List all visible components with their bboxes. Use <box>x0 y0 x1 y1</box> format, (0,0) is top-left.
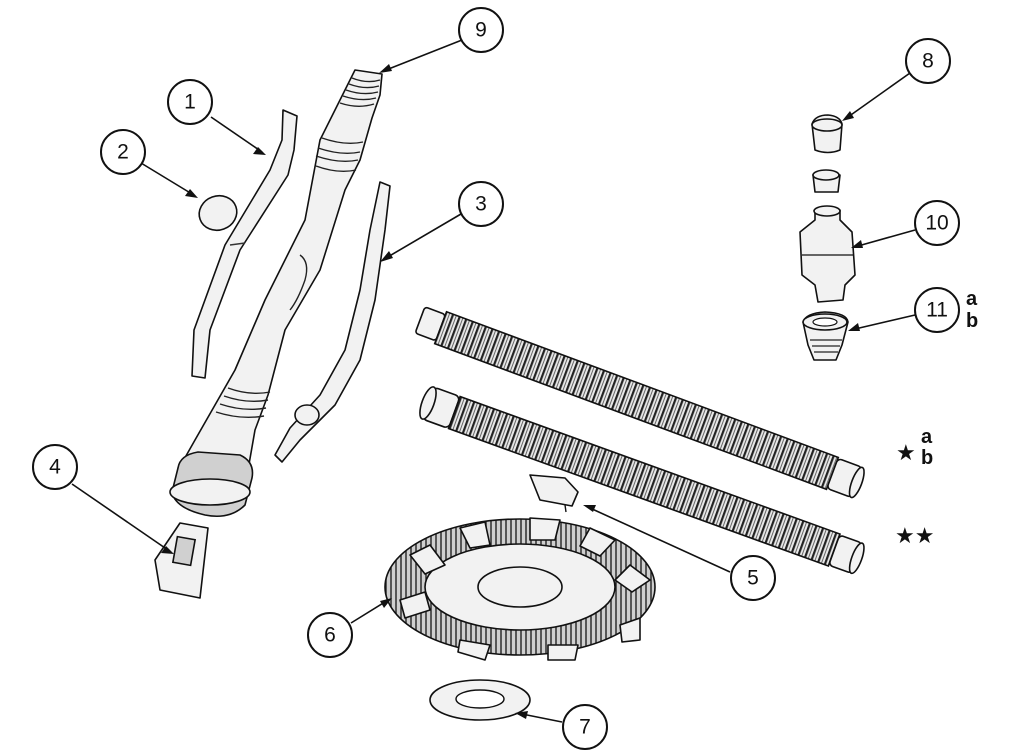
callout-11: 11 <box>914 287 960 333</box>
callout-10-label: 10 <box>925 212 948 235</box>
leader-lines <box>71 39 916 723</box>
callout-9-label: 9 <box>475 19 487 42</box>
callout-5: 5 <box>730 555 776 601</box>
part-8-cap <box>811 114 843 154</box>
callout-10: 10 <box>914 200 960 246</box>
callout-1-label: 1 <box>184 91 196 114</box>
callout-5-label: 5 <box>747 567 759 590</box>
part-7-washer <box>429 679 531 721</box>
callout-6-label: 6 <box>324 624 336 647</box>
callout-6: 6 <box>307 612 353 658</box>
callout-4: 4 <box>32 444 78 490</box>
hose-lower <box>419 386 865 575</box>
hose-lower-mark: ★★ <box>895 524 934 549</box>
callout-4-label: 4 <box>49 456 61 479</box>
callout-9: 9 <box>458 7 504 53</box>
callout-8: 8 <box>905 38 951 84</box>
star-icon: ★ <box>896 441 916 466</box>
double-star-icon: ★★ <box>895 524 934 549</box>
part-11-fitting <box>802 311 849 361</box>
part-3-curved-strip <box>274 181 391 463</box>
part-9-tube <box>169 69 383 518</box>
part-10-valve <box>799 205 856 303</box>
part-2-disc <box>198 194 238 232</box>
hose-suffix-a: a <box>921 426 933 448</box>
callout-2: 2 <box>100 129 146 175</box>
part-5-tab <box>529 474 579 513</box>
callout-1: 1 <box>167 79 213 125</box>
hose-suffix-b: b <box>921 447 933 469</box>
callout-7-label: 7 <box>579 716 591 739</box>
part-1-strip <box>191 109 298 379</box>
callout-7: 7 <box>562 704 608 750</box>
part-6-finned-disc <box>384 517 656 661</box>
callout-3-label: 3 <box>475 193 487 216</box>
hose-upper <box>415 306 865 499</box>
callout-2-label: 2 <box>117 141 129 164</box>
callout-8-label: 8 <box>922 50 934 73</box>
callout-11-label: 11 <box>926 299 948 322</box>
part-4-clip <box>154 522 209 599</box>
part-small-cap <box>812 169 841 193</box>
callout-11-suffix-b: b <box>966 310 978 332</box>
callout-3: 3 <box>458 181 504 227</box>
callout-11-suffix-a: a <box>966 288 978 310</box>
hose-upper-mark: ★ a b <box>896 426 933 469</box>
